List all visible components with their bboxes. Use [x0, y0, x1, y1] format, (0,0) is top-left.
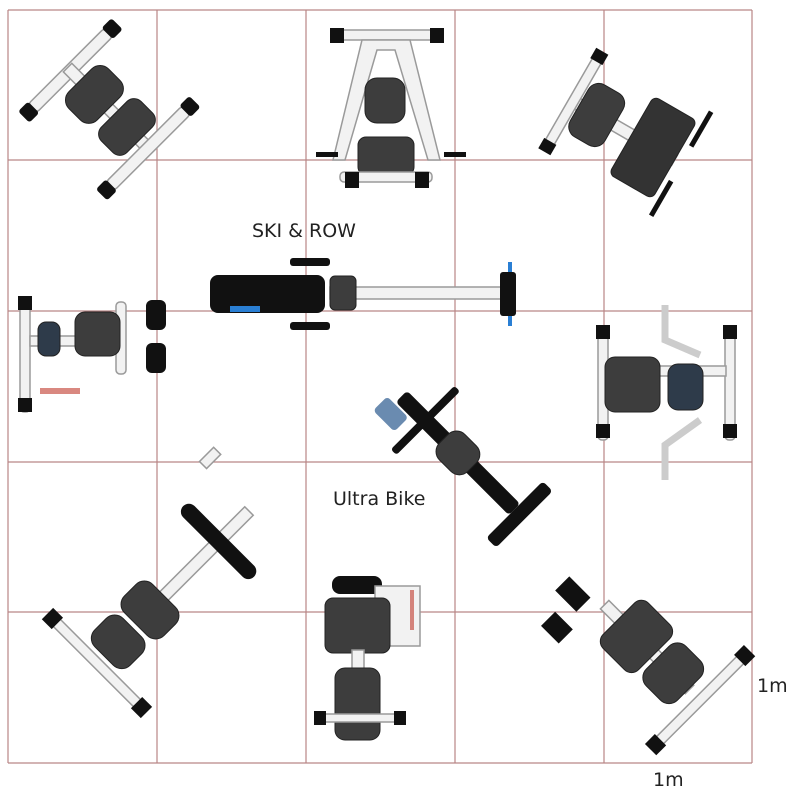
machine-ski-and-row — [210, 258, 516, 330]
machine-recumbent-bike-top-left — [19, 19, 200, 200]
machine-bottom-left — [41, 446, 257, 719]
scale-label-horizontal: 1m — [653, 769, 684, 791]
label-ultra-bike: Ultra Bike — [333, 488, 426, 510]
machine-right-middle — [596, 305, 737, 480]
machine-left-middle — [18, 296, 166, 413]
machine-top-center — [316, 28, 466, 188]
machine-ultra-bike — [374, 386, 552, 547]
machine-bottom-right — [541, 576, 756, 756]
machine-bottom-center — [314, 576, 421, 741]
scale-label-vertical: 1m — [757, 675, 788, 697]
machine-top-right — [538, 47, 714, 217]
label-ski-and-row: SKI & ROW — [252, 220, 356, 242]
